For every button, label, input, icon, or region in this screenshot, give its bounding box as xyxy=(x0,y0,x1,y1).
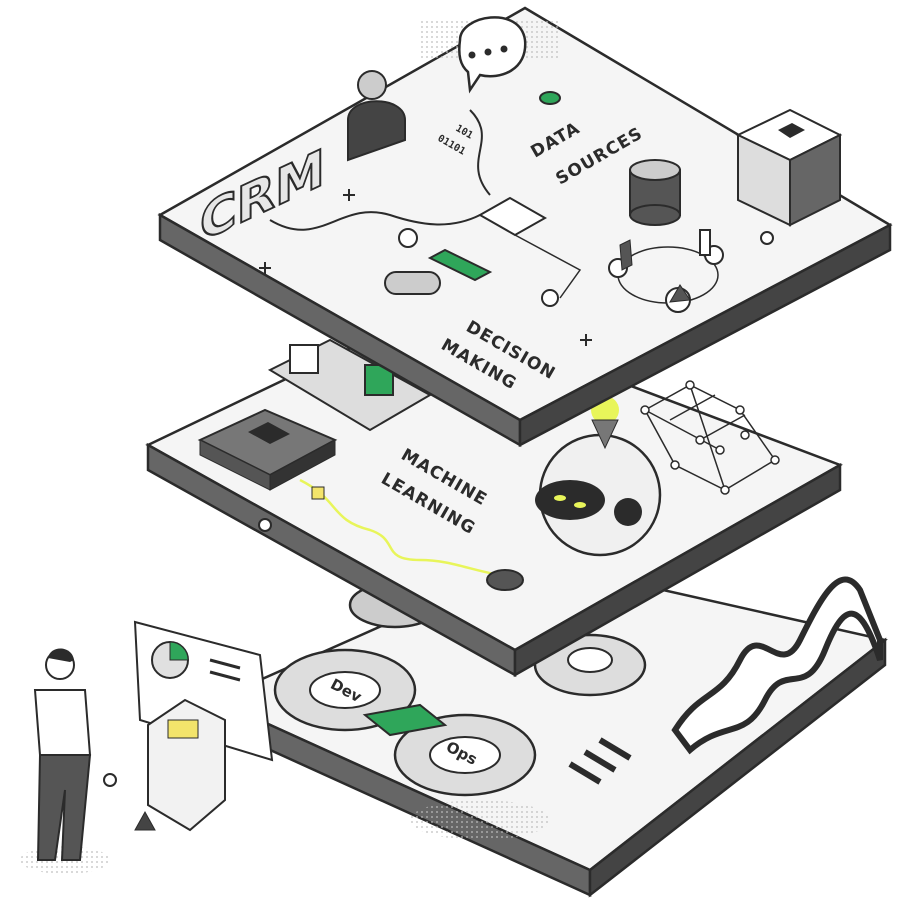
plus-marks xyxy=(259,189,592,346)
chip-icon xyxy=(197,408,338,491)
decision-diamond-icon xyxy=(477,196,548,237)
user-icon xyxy=(347,70,406,162)
pyramid-icon xyxy=(134,810,156,831)
database-icon xyxy=(629,159,681,226)
person-figure xyxy=(20,648,110,874)
gear-icon xyxy=(533,633,647,697)
top-layer: CRM 101 01101 xyxy=(157,6,893,448)
kiosk-icon xyxy=(147,698,226,832)
node-ring xyxy=(608,229,724,313)
chat-bubble-icon xyxy=(458,16,527,94)
bars-icon xyxy=(568,737,632,785)
cubes xyxy=(267,338,433,432)
wave-chart-icon xyxy=(671,576,883,755)
process-block xyxy=(427,248,493,282)
robot-icon xyxy=(535,396,662,557)
server-icon xyxy=(735,108,843,227)
devops-loop: Dev Ops xyxy=(273,648,537,797)
network-graph-icon xyxy=(640,380,780,495)
